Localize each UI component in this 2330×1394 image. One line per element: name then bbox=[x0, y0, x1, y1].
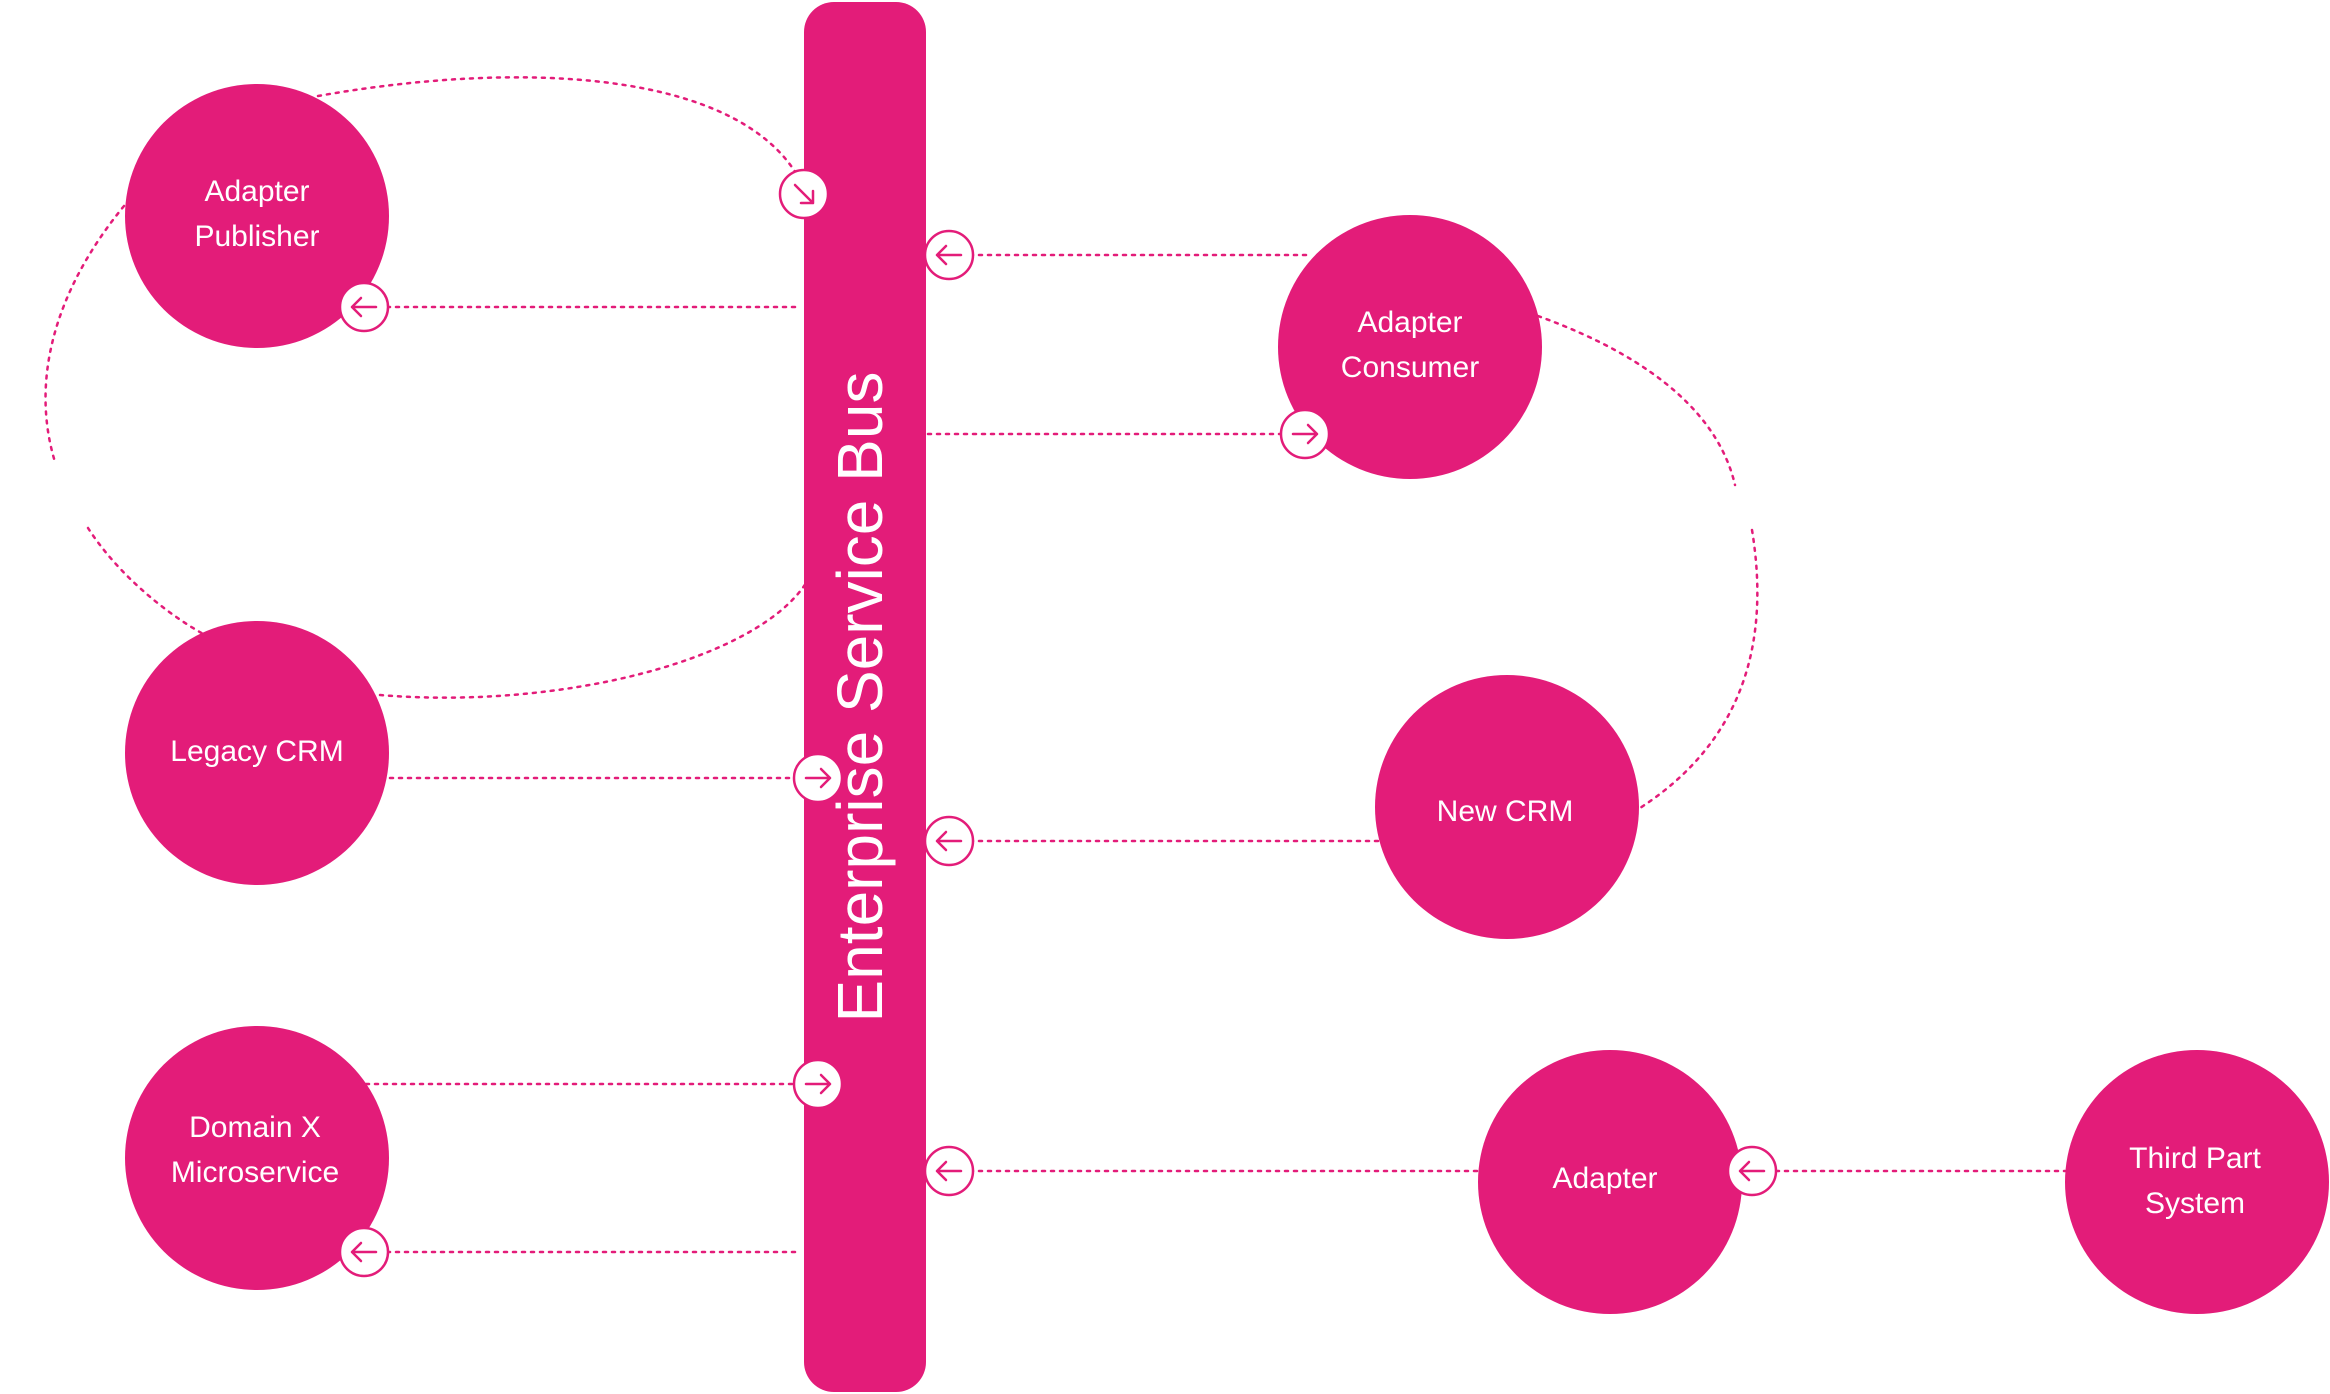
arrow-left-icon bbox=[338, 281, 390, 333]
node-label-line-2: Publisher bbox=[194, 220, 319, 253]
node-label-line-1: Third Part bbox=[2129, 1142, 2261, 1175]
orbit-arc-left-top bbox=[316, 76, 802, 182]
bus-label: Enterprise Service Bus bbox=[824, 372, 896, 1023]
arrow-left-icon bbox=[923, 1145, 975, 1197]
node-legacy-crm: Legacy CRM bbox=[125, 621, 389, 885]
orbit-arc-right-bottom bbox=[1638, 528, 1759, 810]
node-label-line-1: Adapter bbox=[1357, 306, 1462, 339]
orbit-arc-right-top bbox=[1536, 314, 1737, 487]
orbit-arc-left-bottom bbox=[378, 578, 810, 699]
node-label-line-1: Legacy CRM bbox=[170, 735, 343, 768]
orbit-arc-left-outer bbox=[44, 204, 126, 464]
arrow-left-icon bbox=[338, 1226, 390, 1278]
node-new-crm: New CRM bbox=[1375, 675, 1639, 939]
node-label-line-2: System bbox=[2145, 1187, 2245, 1220]
node-domain-x-microservice: Domain X Microservice bbox=[125, 1026, 389, 1290]
node-label-line-2: Consumer bbox=[1341, 351, 1479, 384]
arrow-left-icon bbox=[923, 815, 975, 867]
node-adapter-consumer: Adapter Consumer bbox=[1278, 215, 1542, 479]
node-adapter: Adapter bbox=[1478, 1050, 1742, 1314]
node-label-line-1: Domain X bbox=[189, 1111, 321, 1144]
node-adapter-publisher: Adapter Publisher bbox=[125, 84, 389, 348]
enterprise-service-bus: Enterprise Service Bus bbox=[804, 2, 926, 1392]
arrow-right-icon bbox=[792, 752, 844, 804]
orbit-arc-left-lower bbox=[86, 526, 207, 637]
node-label-line-1: New CRM bbox=[1437, 795, 1574, 828]
arrow-left-icon bbox=[923, 229, 975, 281]
arrow-right-icon bbox=[1279, 408, 1331, 460]
node-label-line-1: Adapter bbox=[204, 175, 309, 208]
arrow-down-right-icon bbox=[778, 168, 830, 220]
arrow-left-icon bbox=[1726, 1145, 1778, 1197]
node-label-line-1: Adapter bbox=[1552, 1162, 1657, 1195]
node-label-line-2: Microservice bbox=[171, 1156, 339, 1189]
arrow-right-icon bbox=[792, 1058, 844, 1110]
node-third-party-system: Third Part System bbox=[2065, 1050, 2329, 1314]
